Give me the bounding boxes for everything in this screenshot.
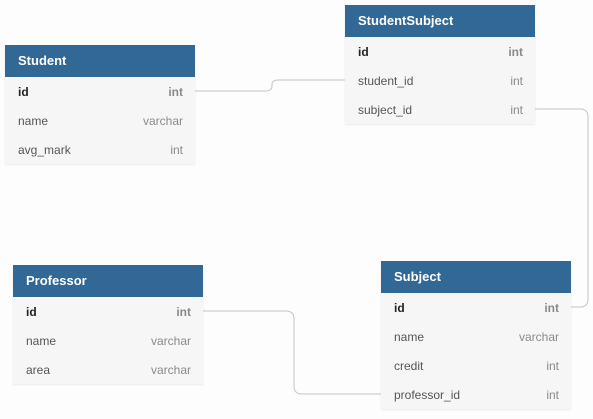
field-row-subject-id[interactable]: id int <box>381 293 571 322</box>
field-name: name <box>394 329 425 344</box>
field-name: student_id <box>358 73 414 88</box>
table-header-subject[interactable]: Subject <box>381 261 571 293</box>
field-type: varchar <box>518 329 559 344</box>
field-row-subject-credit[interactable]: credit int <box>381 351 571 380</box>
table-professor[interactable]: Professor id int name varchar area varch… <box>13 265 203 384</box>
table-subject[interactable]: Subject id int name varchar credit int p… <box>381 261 571 409</box>
field-row-student-name[interactable]: name varchar <box>5 106 195 135</box>
field-row-professor-id[interactable]: id int <box>13 297 203 326</box>
relation-student-studentsubject <box>195 79 345 92</box>
field-name: professor_id <box>394 387 461 402</box>
field-name: id <box>26 304 37 319</box>
table-header-studentsubject[interactable]: StudentSubject <box>345 5 535 37</box>
field-name: subject_id <box>358 102 413 117</box>
field-name: avg_mark <box>18 142 71 157</box>
field-row-subject-name[interactable]: name varchar <box>381 322 571 351</box>
table-header-student[interactable]: Student <box>5 45 195 77</box>
field-row-professor-name[interactable]: name varchar <box>13 326 203 355</box>
field-name: id <box>358 44 369 59</box>
field-type: int <box>168 84 183 99</box>
field-name: id <box>18 84 29 99</box>
field-type: int <box>176 304 191 319</box>
field-row-studentsubject-subject-id[interactable]: subject_id int <box>345 95 535 124</box>
field-type: int <box>546 387 559 402</box>
field-type: int <box>510 73 523 88</box>
field-type: int <box>170 142 183 157</box>
field-type: int <box>508 44 523 59</box>
field-row-studentsubject-id[interactable]: id int <box>345 37 535 66</box>
field-row-student-avg-mark[interactable]: avg_mark int <box>5 135 195 164</box>
field-name: area <box>26 362 51 377</box>
field-row-subject-professor-id[interactable]: professor_id int <box>381 380 571 409</box>
table-studentsubject[interactable]: StudentSubject id int student_id int sub… <box>345 5 535 124</box>
table-student[interactable]: Student id int name varchar avg_mark int <box>5 45 195 164</box>
field-row-studentsubject-student-id[interactable]: student_id int <box>345 66 535 95</box>
field-row-student-id[interactable]: id int <box>5 77 195 106</box>
field-name: name <box>26 333 57 348</box>
relation-professor-subject <box>203 310 381 395</box>
field-type: int <box>546 358 559 373</box>
field-type: varchar <box>142 113 183 128</box>
field-name: credit <box>394 358 424 373</box>
field-row-professor-area[interactable]: area varchar <box>13 355 203 384</box>
field-name: name <box>18 113 49 128</box>
field-type: varchar <box>150 362 191 377</box>
field-type: varchar <box>150 333 191 348</box>
field-type: int <box>544 300 559 315</box>
field-type: int <box>510 102 523 117</box>
table-header-professor[interactable]: Professor <box>13 265 203 297</box>
field-name: id <box>394 300 405 315</box>
